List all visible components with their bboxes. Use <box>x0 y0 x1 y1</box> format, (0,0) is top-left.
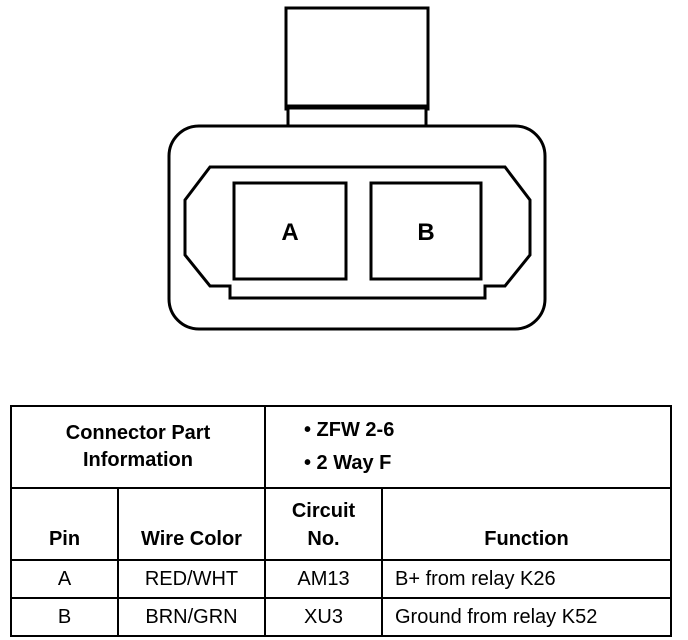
part-info-label: Connector Part <box>65 422 211 444</box>
function-cell: Ground from relay K52 <box>381 597 672 637</box>
wire-color-column-header: Wire Color <box>117 487 266 561</box>
circuit-column-header: Circuit No. <box>264 487 383 561</box>
part-number: • ZFW 2-6 <box>304 419 395 441</box>
pin-column-header: Pin <box>10 487 119 561</box>
part-info-label-2: Information <box>83 449 193 471</box>
pin-b-label: B <box>417 219 434 246</box>
function-cell: B+ from relay K26 <box>381 559 672 599</box>
connector-diagram: A B <box>167 6 547 331</box>
part-info-list: • ZFW 2-6 • 2 Way F <box>264 405 672 489</box>
circuit-cell: XU3 <box>264 597 383 637</box>
function-column-header: Function <box>381 487 672 561</box>
connector-locking-tab <box>284 6 430 111</box>
pin-b-cavity <box>369 181 483 281</box>
column-header-row: Pin Wire Color Circuit No. Function <box>10 487 672 561</box>
connector-info-table: Connector Part Information • ZFW 2-6 • 2… <box>10 405 672 637</box>
table-row: A RED/WHT AM13 B+ from relay K26 <box>10 559 672 599</box>
pin-a-label: A <box>281 219 298 246</box>
table-row: B BRN/GRN XU3 Ground from relay K52 <box>10 597 672 637</box>
pin-cell: A <box>10 559 119 599</box>
pin-cell: B <box>10 597 119 637</box>
part-description: • 2 Way F <box>304 452 392 474</box>
circuit-header-line1: Circuit <box>291 500 356 522</box>
part-info-label-cell: Connector Part Information <box>10 405 266 489</box>
pin-a-cavity <box>232 181 348 281</box>
wire-color-cell: RED/WHT <box>117 559 266 599</box>
circuit-header-line2: No. <box>307 528 340 550</box>
wire-color-cell: BRN/GRN <box>117 597 266 637</box>
part-info-row: Connector Part Information • ZFW 2-6 • 2… <box>10 405 672 489</box>
circuit-cell: AM13 <box>264 559 383 599</box>
